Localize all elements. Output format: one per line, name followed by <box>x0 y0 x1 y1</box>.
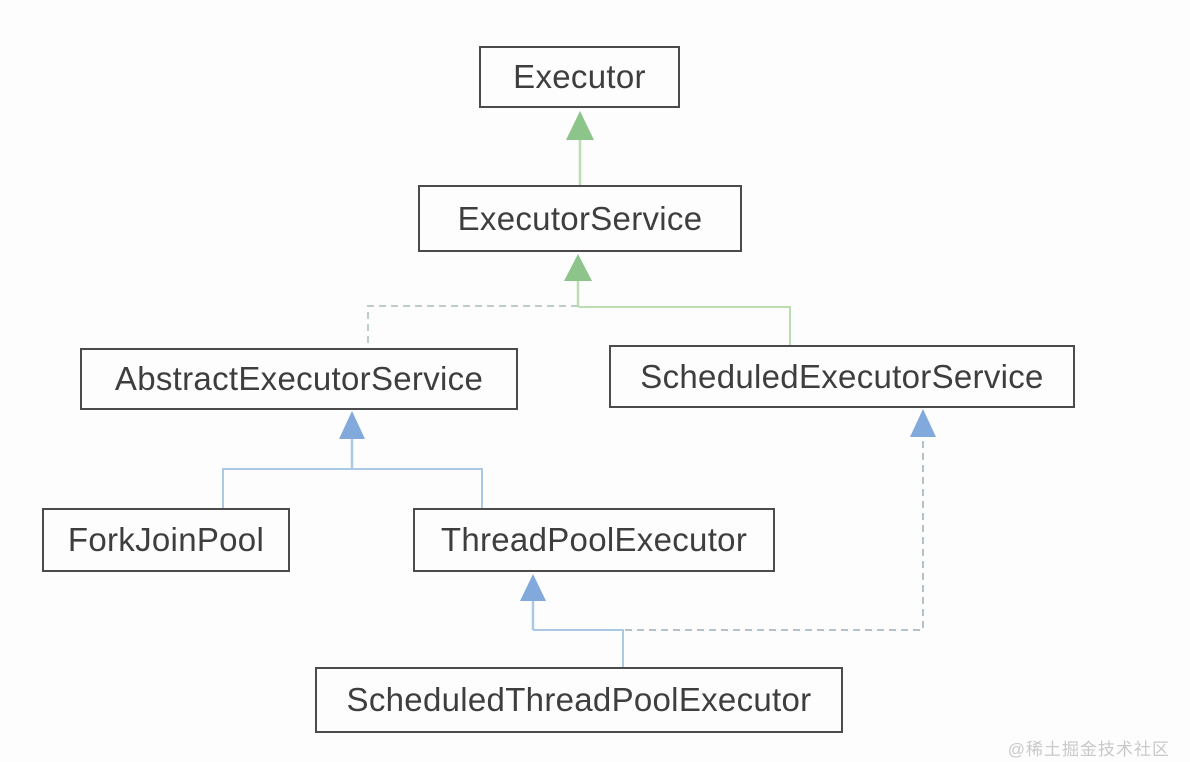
node-scheduled-thread-pool-executor: ScheduledThreadPoolExecutor <box>315 667 843 733</box>
inheritance-arrowhead-threadpoolexecutor <box>520 574 546 601</box>
node-fork-join-pool: ForkJoinPool <box>42 508 290 572</box>
node-executor-service: ExecutorService <box>418 185 742 252</box>
watermark: @稀土掘金技术社区 <box>1007 740 1170 759</box>
node-scheduled-executor-service: ScheduledExecutorService <box>609 345 1075 408</box>
node-executor: Executor <box>479 46 680 108</box>
node-abstract-executor-service-label: AbstractExecutorService <box>114 360 484 397</box>
node-scheduled-executor-service-label: ScheduledExecutorService <box>640 357 1044 395</box>
edge-abstractexecutorservice-dashed-branch <box>367 305 578 349</box>
node-thread-pool-executor-label: ThreadPoolExecutor <box>440 521 748 558</box>
inheritance-arrowhead-abstractexecutorservice <box>339 411 365 439</box>
node-executor-label: Executor <box>513 58 646 95</box>
node-executor-service-label: ExecutorService <box>457 199 703 237</box>
node-scheduled-thread-pool-executor-label: ScheduledThreadPoolExecutor <box>346 681 812 718</box>
implements-arrowhead-scheduledexecutorservice <box>910 409 936 437</box>
inheritance-arrowhead-executor <box>566 111 594 140</box>
node-fork-join-pool-label: ForkJoinPool <box>67 521 265 558</box>
edge-scheduledthreadpoolexecutor-dashed-branch <box>625 436 924 631</box>
node-abstract-executor-service: AbstractExecutorService <box>80 348 518 410</box>
edge-scheduledthreadpoolexecutor-solid-connector <box>533 629 624 668</box>
inheritance-arrowhead-executorservice <box>564 254 592 281</box>
node-thread-pool-executor: ThreadPoolExecutor <box>413 508 775 572</box>
edge-forkjoinpool-threadpoolexecutor-fork <box>222 468 483 509</box>
edge-scheduledexecutorservice-solid-branch <box>578 306 791 346</box>
